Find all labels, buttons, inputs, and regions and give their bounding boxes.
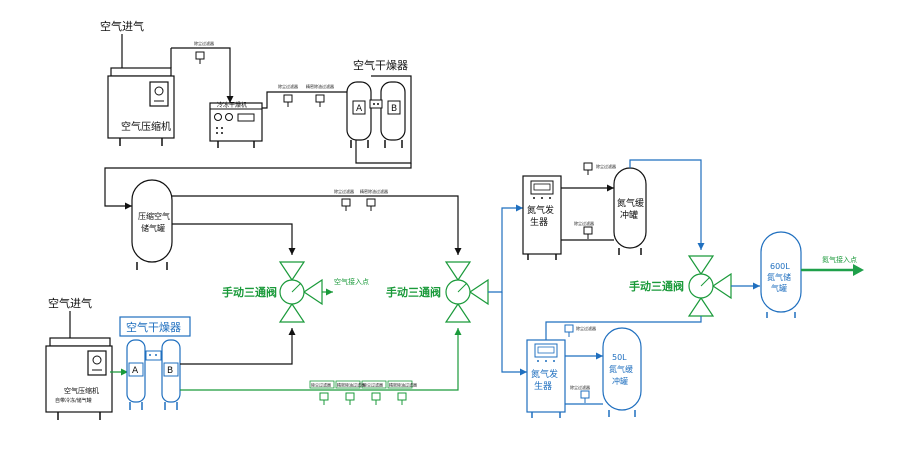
filter-tag-b1: 除尘过滤器: [311, 382, 331, 388]
label-manual-valve-3: 手动三通阀: [629, 279, 684, 293]
label-air-dryer-bottom: 空气干燥器: [126, 320, 181, 334]
pipe-to-n2-gen-2: [501, 292, 527, 376]
air-dryer-top: 空气干燥器 A B: [346, 58, 408, 148]
label-tower-a: A: [356, 104, 363, 114]
n2-buffer-tank-1: 氮气缓 冲罐: [613, 167, 647, 255]
n2-storage-tank: 600L 氮气储 气罐: [760, 231, 802, 318]
label-n2-gen-2-line2: 生器: [534, 380, 552, 392]
label-air-inlet-bottom: 空气进气: [48, 296, 92, 310]
filter-tag-1: 除尘过滤器: [194, 40, 214, 46]
pipe-bottom-dryer-to-valve2: [180, 328, 462, 391]
filter-tag-mid-2: 精密除油过滤器: [360, 188, 388, 194]
manual-three-way-valve-2[interactable]: [444, 261, 489, 323]
filter-n2-3: 除尘过滤器: [564, 324, 596, 337]
compressed-air-tank: 压缩空气 储气罐: [131, 179, 173, 270]
label-air-dryer-top: 空气干燥器: [353, 58, 408, 72]
label-n2-buf-2-line3: 冲罐: [612, 376, 628, 386]
pipe-airdryer-outlet: [371, 75, 412, 157]
filter-top-3: 精密除油过滤器: [306, 83, 334, 107]
label-manual-valve-2: 手动三通阀: [386, 285, 441, 299]
label-n2-gen-1-line1: 氮气发: [527, 204, 554, 216]
label-refrigerated-dryer: 冷冻干燥机: [217, 101, 247, 109]
label-manual-valve-1: 手动三通阀: [222, 285, 277, 299]
pipe-tank-to-valve2: [172, 195, 462, 255]
label-n2-storage-2: 氮气储: [767, 272, 791, 282]
n2-buffer-tank-2: 50L 氮气缓 冲罐: [602, 327, 642, 417]
filter-bottom-row: 除尘过滤器 精密除油过滤器 除尘过滤器 精密除油过滤器: [309, 380, 417, 405]
filter-tag-b3: 除尘过滤器: [363, 382, 383, 388]
filter-mid-1: 除尘过滤器: [334, 188, 354, 211]
pipe-to-n2-gen-1: [488, 204, 523, 293]
label-n2-buf-2-line2: 氮气缓: [609, 364, 633, 374]
pipe-gen2-to-valve3: [545, 316, 702, 340]
filter-tag-b2: 精密除油过滤器: [337, 382, 365, 388]
manual-three-way-valve-3[interactable]: [687, 255, 732, 317]
pipe-compressor-to-dryer: [171, 47, 234, 103]
label-n2-buf-2-line1: 50L: [612, 353, 627, 362]
label-air-inlet-top: 空气进气: [100, 19, 144, 33]
pipe-to-air-tank: [104, 163, 412, 210]
filter-tag-n2-4: 除尘过滤器: [570, 384, 590, 390]
top-air-inlet: 空气进气: [100, 19, 144, 68]
arrow-n2-outlet-head: [853, 264, 864, 276]
filter-tag-n2-1: 除尘过滤器: [596, 163, 616, 169]
n2-generator-2: 氮气发 生器: [526, 339, 566, 418]
pipe-tank-to-valve1: [172, 223, 296, 255]
filter-mid-2: 精密除油过滤器: [360, 188, 388, 211]
pipe-bottom-dryer-to-valve1: [180, 328, 296, 365]
label-n2-storage-3: 气罐: [771, 283, 787, 293]
bottom-air-inlet: 空气进气: [48, 296, 92, 338]
filter-n2-4: 除尘过滤器: [570, 384, 590, 403]
filter-top-2: 除尘过滤器: [278, 83, 298, 107]
label-n2-gen-2-line1: 氮气发: [531, 368, 558, 380]
label-air-tank-2: 储气罐: [141, 223, 165, 233]
label-n2-buf-1-line2: 冲罐: [620, 209, 638, 221]
filter-tag-n2-3: 除尘过滤器: [576, 325, 596, 331]
pipe-buffer1-to-valve3: [629, 159, 705, 250]
filter-tag-3: 精密除油过滤器: [306, 83, 334, 89]
label-air-compressor-top: 空气压缩机: [121, 120, 171, 133]
label-air-compressor-bottom-2: 自带冷冻/储气罐: [55, 397, 92, 404]
filter-tag-b4: 精密除油过滤器: [389, 382, 417, 388]
filter-tag-mid-1: 除尘过滤器: [334, 188, 354, 194]
filter-n2-1: 除尘过滤器 除尘过滤器: [574, 162, 616, 239]
refrigerated-dryer: 冷冻干燥机: [209, 101, 263, 148]
filter-top-1: 除尘过滤器: [194, 40, 214, 64]
air-compressor-bottom: 空气压缩机 自带冷冻/储气罐: [45, 337, 113, 420]
label-air-tank-1: 压缩空气: [138, 211, 170, 221]
label-n2-gen-1-line2: 生器: [530, 216, 548, 228]
filter-tag-2: 除尘过滤器: [278, 83, 298, 89]
label-n2-buf-1-line1: 氮气缓: [617, 197, 644, 209]
label-air-compressor-bottom-1: 空气压缩机: [64, 386, 99, 395]
n2-generator-1: 氮气发 生器: [522, 175, 562, 260]
label-tower-b-bottom: B: [167, 366, 173, 376]
manual-three-way-valve-1[interactable]: [278, 261, 323, 323]
label-n2-outlet: 氮气接入点: [822, 255, 857, 264]
label-tower-a-bottom: A: [132, 366, 139, 376]
air-dryer-bottom: 空气干燥器 A B: [119, 316, 191, 410]
label-tower-b: B: [391, 104, 397, 114]
filter-tag-n2-2: 除尘过滤器: [574, 220, 594, 226]
label-air-outlet: 空气接入点: [334, 277, 369, 286]
label-n2-storage-1: 600L: [770, 262, 790, 271]
air-compressor-top: 空气压缩机: [107, 67, 175, 146]
